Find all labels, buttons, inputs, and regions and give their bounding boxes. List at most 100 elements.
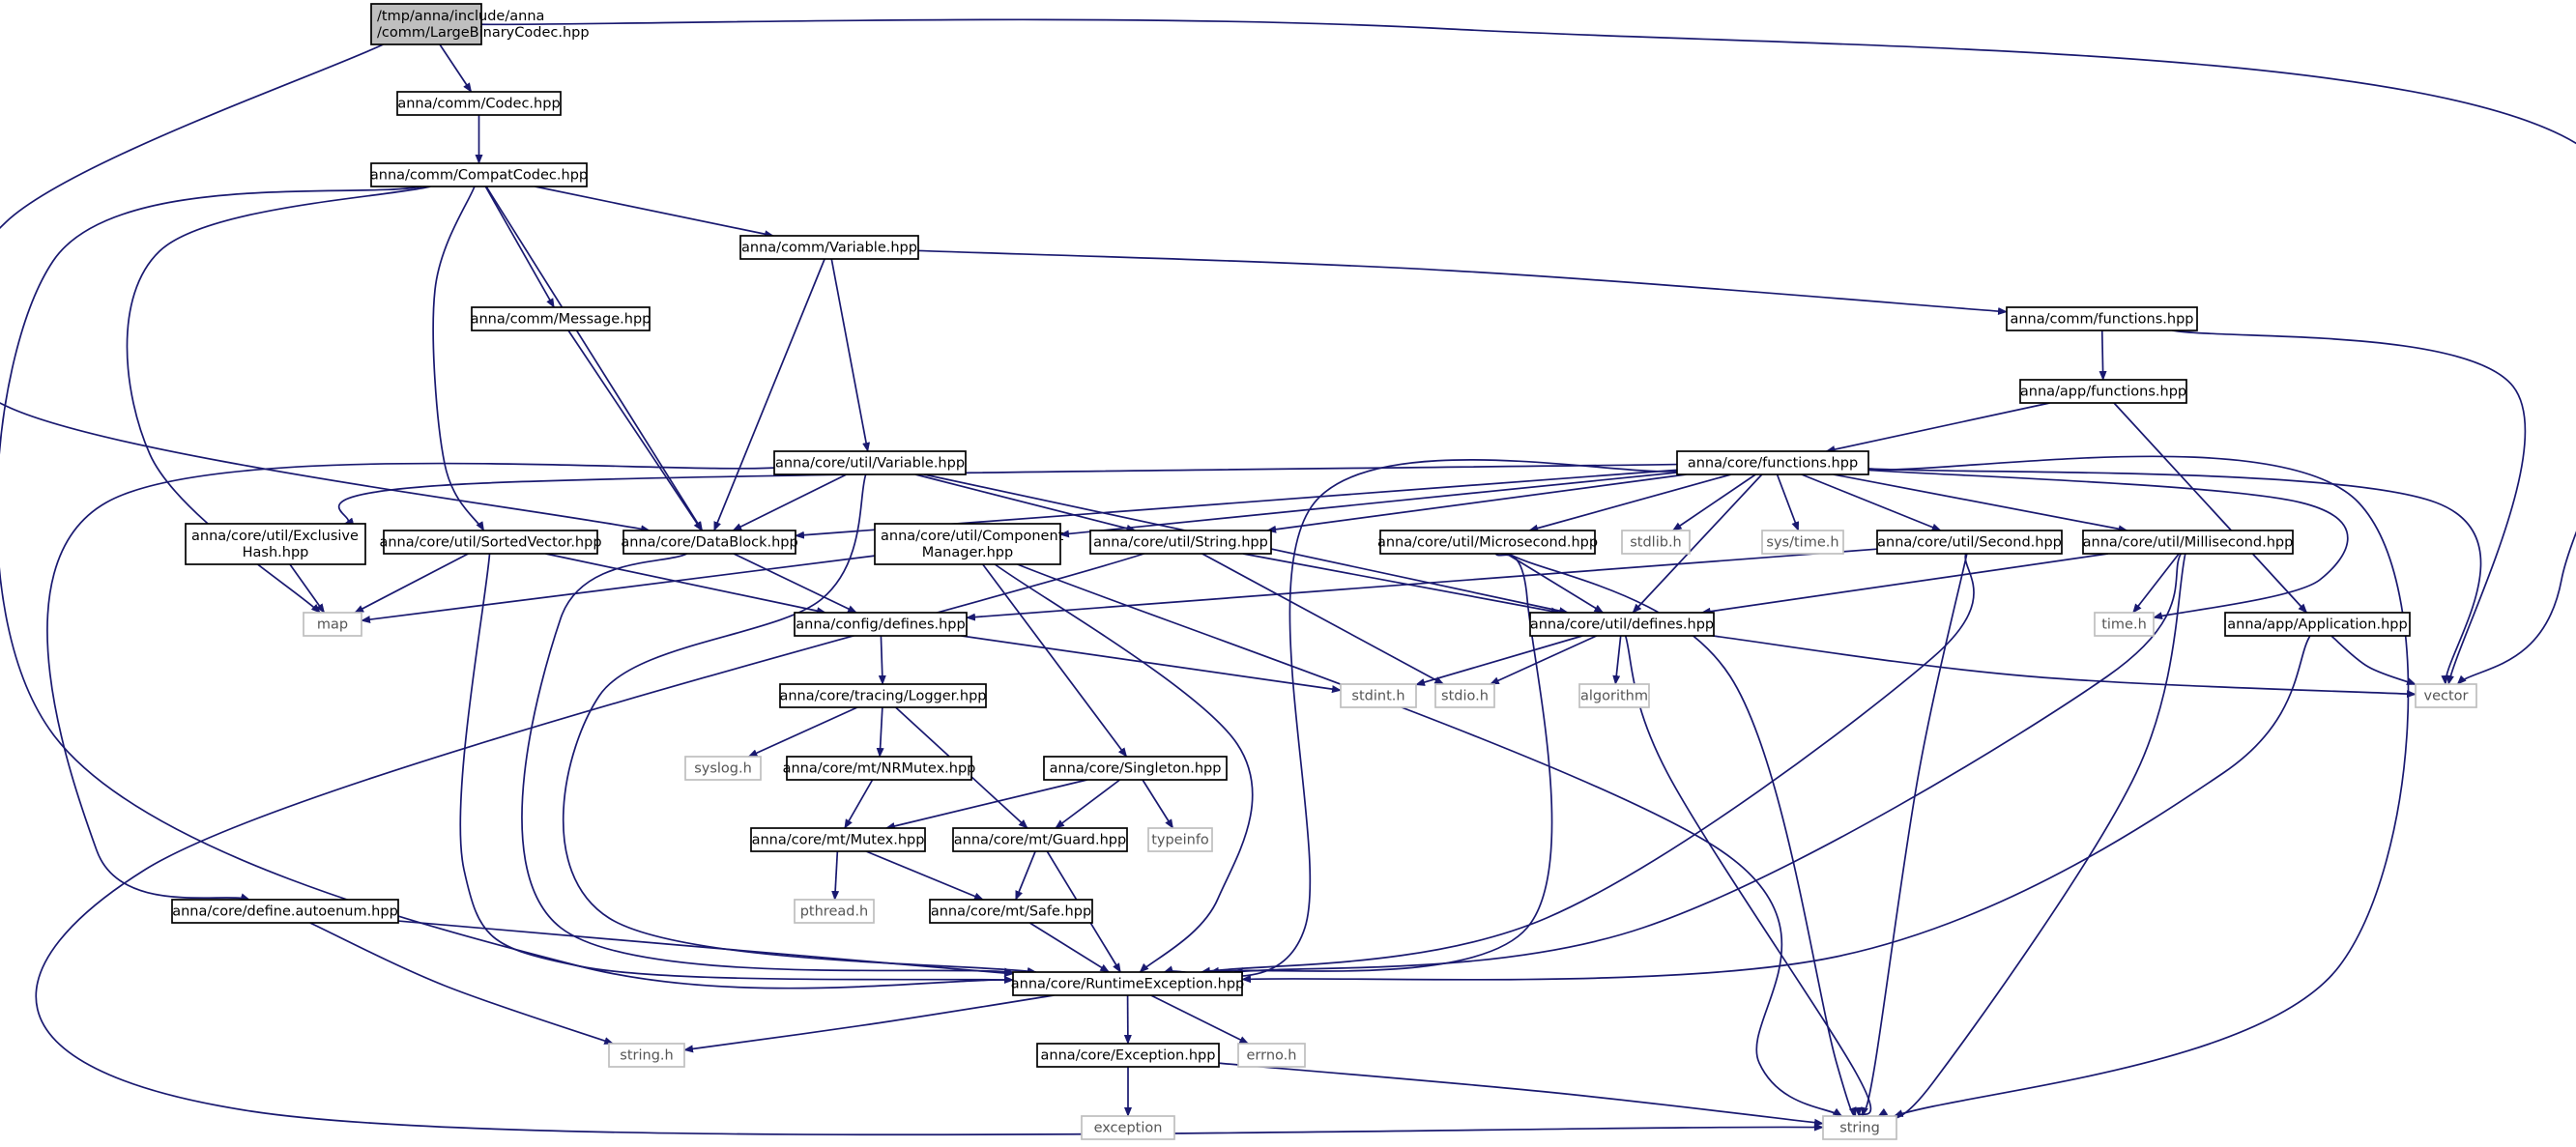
node-box [739, 235, 919, 260]
node-compat[interactable]: anna/comm/CompatCodec.hpp [370, 162, 588, 187]
edge-millisec-to-string [1877, 553, 2186, 1120]
node-nrmutex[interactable]: anna/core/mt/NRMutex.hpp [783, 756, 976, 781]
node-label: anna/core/mt/NRMutex.hpp [783, 761, 976, 777]
node-string_hpp[interactable]: anna/core/util/String.hpp [1089, 530, 1272, 555]
node-codec[interactable]: anna/comm/Codec.hpp [396, 91, 562, 116]
node-box [185, 523, 366, 565]
node-box [929, 899, 1093, 924]
node-stdlib: stdlib.h [1621, 530, 1691, 555]
node-label: stdint.h [1351, 689, 1404, 704]
edge-compat-to-sortedvec [432, 186, 485, 531]
node-runtime[interactable]: anna/core/RuntimeException.hpp [1011, 971, 1244, 996]
edge-string_hpp-to-stdio [1201, 553, 1445, 685]
node-box [1434, 683, 1495, 708]
edge-logger-to-nrmutex [876, 706, 884, 758]
node-exception_hpp[interactable]: anna/core/Exception.hpp [1036, 1043, 1220, 1068]
node-label: anna/comm/Variable.hpp [741, 241, 917, 256]
node-appfunc[interactable]: anna/app/functions.hpp [2019, 379, 2187, 404]
node-label: map [317, 617, 348, 633]
edge-utildef-to-string [1624, 635, 1872, 1117]
node-second[interactable]: anna/core/util/Second.hpp [1876, 530, 2063, 555]
edge-compat-to-variable [535, 186, 774, 239]
node-mutex[interactable]: anna/core/mt/Mutex.hpp [750, 827, 926, 852]
node-box [1379, 530, 1596, 555]
edge-sortedvec-to-runtime [459, 553, 1014, 984]
node-configdef[interactable]: anna/config/defines.hpp [794, 612, 968, 637]
edge-appfunc-to-application [2113, 402, 2308, 614]
edge-configdef-to-logger [878, 635, 886, 685]
node-singleton[interactable]: anna/core/Singleton.hpp [1043, 756, 1228, 781]
node-box [1621, 530, 1691, 555]
node-autoenum[interactable]: anna/core/define.autoenum.hpp [171, 899, 399, 924]
node-box [622, 530, 796, 555]
edge-singleton-to-typeinfo [1142, 779, 1174, 829]
edge-corefunc-to-millisec [1833, 473, 2128, 533]
node-label: anna/core/util/Microsecond.hpp [1377, 535, 1598, 551]
edge-utildef-to-stdio [1489, 635, 1598, 685]
node-label: anna/core/mt/Mutex.hpp [752, 833, 925, 848]
node-stringh: string.h [608, 1043, 685, 1068]
node-box [1147, 827, 1213, 852]
node-message[interactable]: anna/comm/Message.hpp [471, 306, 651, 331]
node-label: anna/core/define.autoenum.hpp [172, 904, 398, 920]
node-vector: vector [2415, 683, 2477, 708]
edge-component-to-runtime [994, 563, 1254, 973]
node-logger[interactable]: anna/core/tracing/Logger.hpp [779, 683, 987, 708]
node-box [608, 1043, 685, 1068]
node-root: /tmp/anna/include/anna/comm/LargeBinaryC… [370, 3, 590, 45]
edge-microsec-to-runtime [1209, 553, 1553, 975]
node-typeinfo: typeinfo [1147, 827, 1213, 852]
node-variable[interactable]: anna/comm/Variable.hpp [739, 235, 919, 260]
node-guard[interactable]: anna/core/mt/Guard.hpp [952, 827, 1128, 852]
edge-mutex-to-pthread [831, 850, 840, 901]
node-box [952, 827, 1128, 852]
edge-singleton-to-guard [1055, 779, 1121, 829]
node-box [874, 523, 1061, 565]
edge-application-to-runtime [1241, 635, 2311, 984]
node-label: anna/comm/Codec.hpp [397, 97, 560, 112]
node-box [1237, 1043, 1306, 1068]
edge-microsec-to-utildef [1506, 553, 1605, 614]
node-label: algorithm [1580, 689, 1648, 704]
node-datablock[interactable]: anna/core/DataBlock.hpp [621, 530, 798, 555]
edge-utildef-to-algorithm [1612, 635, 1622, 685]
node-label: anna/core/functions.hpp [1688, 456, 1858, 472]
node-microsec[interactable]: anna/core/util/Microsecond.hpp [1377, 530, 1598, 555]
edge-exhash-to-map [289, 563, 326, 614]
node-sortedvec[interactable]: anna/core/util/SortedVector.hpp [379, 530, 602, 555]
node-label: anna/core/util/defines.hpp [1530, 617, 1714, 633]
node-utilvar[interactable]: anna/core/util/Variable.hpp [773, 450, 967, 475]
node-stdio: stdio.h [1434, 683, 1495, 708]
node-label: anna/core/mt/Guard.hpp [954, 833, 1126, 848]
edge-component-to-singleton [982, 563, 1128, 758]
edge-autoenum-to-runtime [397, 920, 1014, 978]
node-box [2224, 612, 2411, 637]
node-box [1036, 1043, 1220, 1068]
node-box [471, 306, 651, 331]
node-label: time.h [2101, 617, 2147, 633]
node-corefunc[interactable]: anna/core/functions.hpp [1676, 450, 1869, 475]
node-application[interactable]: anna/app/Application.hpp [2224, 612, 2411, 637]
edge-corefunc-to-microsec [1528, 473, 1732, 532]
node-label: anna/core/RuntimeException.hpp [1011, 977, 1244, 992]
edge-safe-to-runtime [1028, 922, 1111, 973]
node-label: anna/config/defines.hpp [796, 617, 965, 633]
node-label: anna/core/util/Exclusive [191, 529, 359, 544]
node-safe[interactable]: anna/core/mt/Safe.hpp [929, 899, 1093, 924]
node-millisec[interactable]: anna/core/util/Millisecond.hpp [2082, 530, 2294, 555]
node-commfunc[interactable]: anna/comm/functions.hpp [2006, 306, 2198, 331]
edge-nrmutex-to-mutex [844, 779, 874, 829]
node-label: anna/core/util/SortedVector.hpp [379, 535, 601, 551]
node-utildef[interactable]: anna/core/util/defines.hpp [1529, 612, 1715, 637]
node-label: string.h [620, 1048, 673, 1064]
node-layer: /tmp/anna/include/anna/comm/LargeBinaryC… [171, 3, 2477, 1140]
edge-millisec-to-utildef [1700, 553, 2108, 616]
node-box [1529, 612, 1715, 637]
node-label: anna/app/functions.hpp [2020, 385, 2186, 400]
node-map: map [303, 612, 362, 637]
edge-guard-to-safe [1015, 850, 1036, 901]
node-box [1761, 530, 1844, 555]
node-label: errno.h [1247, 1048, 1297, 1064]
